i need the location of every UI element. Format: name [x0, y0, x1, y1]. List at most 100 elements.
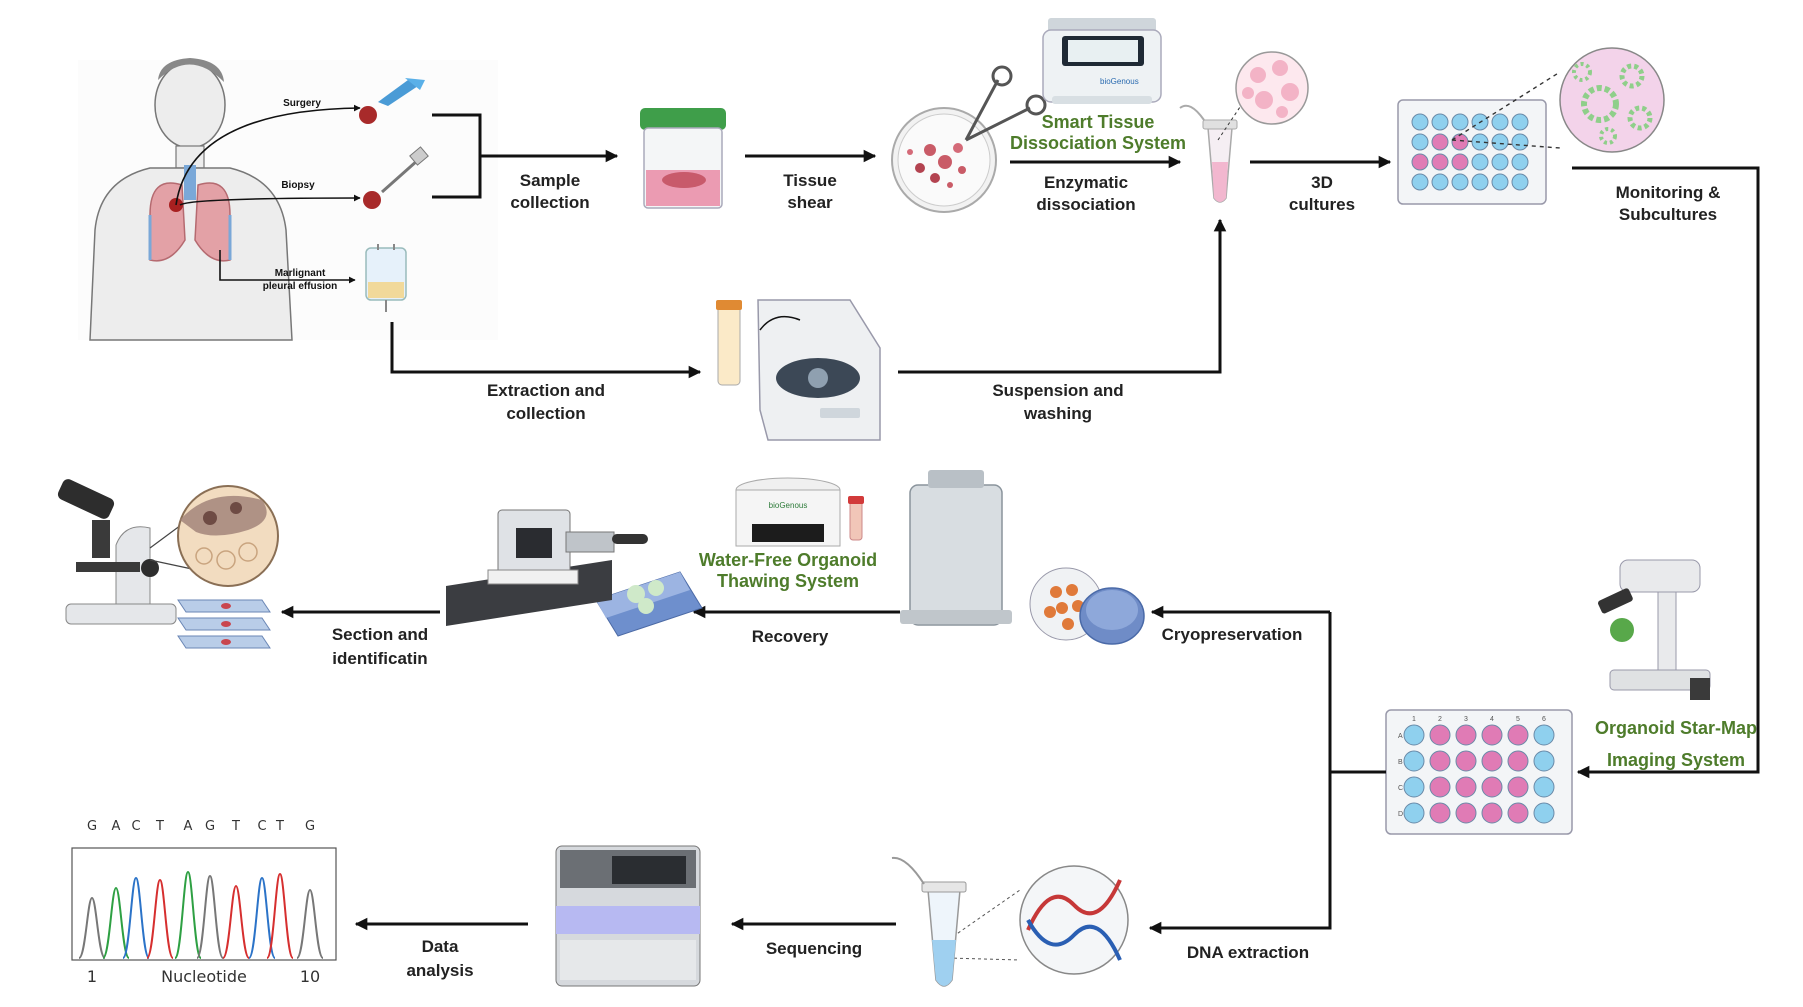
well: [1533, 750, 1555, 772]
route-effusion-label-2: pleural effusion: [263, 281, 337, 292]
step-sample-collection-1: Sample: [520, 171, 580, 190]
step-data-analysis-2: analysis: [406, 961, 473, 980]
base-call: A: [112, 819, 121, 834]
smart-tissue-device-icon: bioGenous: [1042, 18, 1162, 104]
route-surgery-label: Surgery: [283, 98, 321, 109]
base-call: C: [257, 819, 266, 834]
well: [1511, 173, 1529, 191]
chromatogram-peak: [146, 878, 174, 959]
step-enzymatic-1: Enzymatic: [1044, 173, 1128, 192]
well: [1491, 113, 1509, 131]
step-data-analysis-1: Data: [422, 937, 459, 956]
base-call: G: [205, 819, 215, 834]
dna-zoom-icon: [1019, 865, 1129, 975]
chromatogram-peak: [78, 896, 106, 959]
well: [1455, 724, 1477, 746]
plate-row-label: C: [1398, 785, 1403, 792]
petri-dish-scissors-icon: [891, 65, 1047, 213]
step-monitoring-1: Monitoring &: [1616, 183, 1721, 202]
well: [1451, 133, 1469, 151]
axis-title: Nucleotide: [161, 967, 247, 986]
route-effusion-label-1: Marlignant: [275, 268, 326, 279]
glass-slides-icon: [177, 599, 271, 649]
well: [1411, 173, 1429, 191]
chromatogram-peak: [248, 876, 276, 959]
well: [1451, 173, 1469, 191]
effusion-bag-icon: [365, 244, 407, 312]
well: [1471, 173, 1489, 191]
well: [1403, 750, 1425, 772]
well: [1507, 724, 1529, 746]
chromatogram-peak: [266, 872, 294, 959]
chromatogram-peak: [122, 876, 150, 959]
product-smart-tissue-1: Smart Tissue: [1042, 112, 1155, 132]
thaw-brand-label: bioGenous: [769, 501, 808, 510]
step-3d-1: 3D: [1311, 173, 1333, 192]
well: [1511, 153, 1529, 171]
well: [1431, 133, 1449, 151]
well: [1429, 724, 1451, 746]
chromatogram-peak: [174, 870, 202, 959]
well: [1481, 750, 1503, 772]
well: [1429, 750, 1451, 772]
well: [1471, 133, 1489, 151]
well: [1455, 802, 1477, 824]
plate-row-label: D: [1398, 811, 1403, 818]
step-tissue-shear-1: Tissue: [783, 171, 837, 190]
step-cryopreservation: Cryopreservation: [1162, 625, 1303, 644]
well: [1481, 776, 1503, 798]
chromatogram-peak: [196, 874, 224, 959]
sequencer-icon: [555, 845, 701, 987]
well: [1511, 113, 1529, 131]
route-biopsy-label: Biopsy: [281, 180, 315, 191]
plate-col-label: 1: [1412, 716, 1416, 723]
organoid-slide-icon: [595, 571, 703, 637]
well: [1411, 133, 1429, 151]
well: [1481, 724, 1503, 746]
well: [1533, 776, 1555, 798]
product-smart-tissue-2: Dissociation System: [1010, 133, 1186, 153]
well: [1403, 724, 1425, 746]
well: [1511, 133, 1529, 151]
axis-start-label: 1: [87, 967, 97, 986]
well: [1411, 113, 1429, 131]
plate-col-label: 4: [1490, 716, 1494, 723]
device-brand-label: bioGenous: [1100, 77, 1139, 86]
tissue-section-zoom-icon: [177, 485, 279, 587]
step-monitoring-2: Subcultures: [1619, 205, 1717, 224]
centrifuge-icon: [716, 299, 881, 441]
well: [1451, 153, 1469, 171]
plate-col-label: 2: [1438, 716, 1442, 723]
microtome-icon: [446, 509, 648, 626]
well: [1431, 153, 1449, 171]
base-call: T: [275, 819, 284, 834]
well: [1481, 802, 1503, 824]
well: [1403, 776, 1425, 798]
cryo-tank-icon: [900, 470, 1145, 645]
well: [1431, 173, 1449, 191]
well: [1507, 750, 1529, 772]
base-call: C: [131, 819, 140, 834]
chromatogram-peak: [102, 886, 130, 959]
biopsy-needle-icon: [363, 146, 429, 209]
plate-col-label: 6: [1542, 716, 1546, 723]
well: [1533, 724, 1555, 746]
well: [1507, 802, 1529, 824]
human-body-icon: [78, 58, 498, 341]
plate-col-label: 3: [1464, 716, 1468, 723]
product-star-map-1: Organoid Star-Map: [1595, 718, 1757, 738]
step-sequencing: Sequencing: [766, 939, 862, 958]
plate-col-label: 5: [1516, 716, 1520, 723]
base-call: G: [87, 819, 97, 834]
step-enzymatic-2: dissociation: [1036, 195, 1135, 214]
sample-jar-icon: [640, 108, 726, 209]
step-section-2: identificatin: [332, 649, 427, 668]
well: [1507, 776, 1529, 798]
well: [1403, 802, 1425, 824]
microtube-icon: [1179, 104, 1238, 203]
chromatogram-peak: [296, 888, 324, 959]
chromatogram-peaks: [78, 870, 324, 959]
well: [1533, 802, 1555, 824]
